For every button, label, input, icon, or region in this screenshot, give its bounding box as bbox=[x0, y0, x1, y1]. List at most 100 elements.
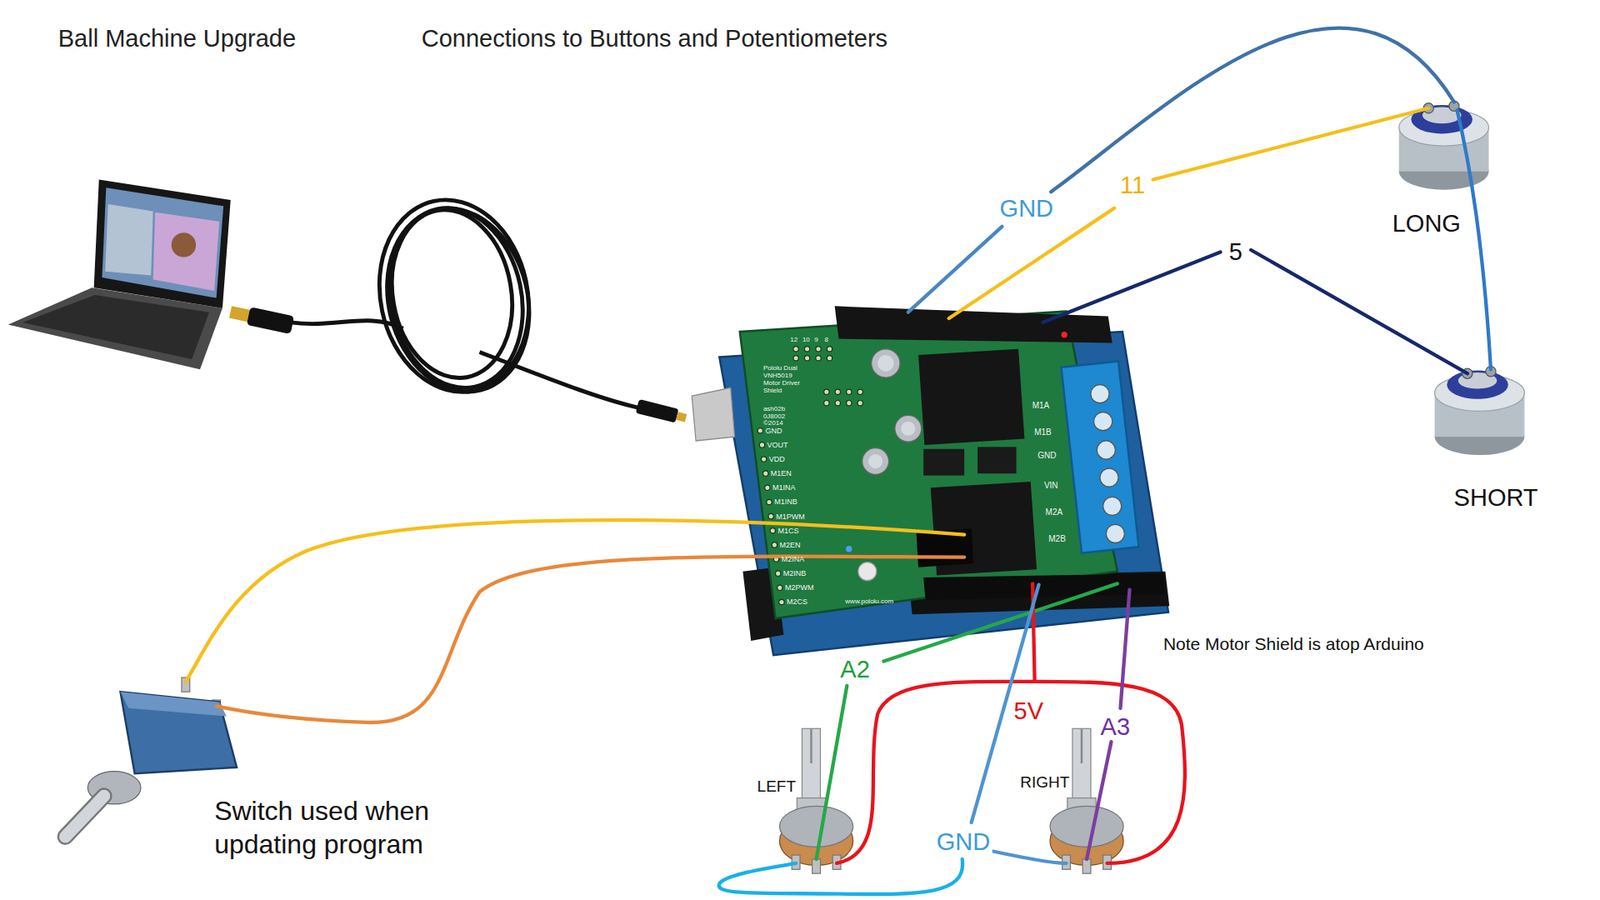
pin-hole bbox=[824, 389, 830, 395]
pin-hole bbox=[766, 499, 772, 505]
pin-number: 5 bbox=[1226, 240, 1245, 265]
silkscreen-text: www.pololu.com bbox=[845, 598, 894, 606]
pin-hole bbox=[779, 599, 785, 605]
silkscreen-text: 0J8002 bbox=[763, 412, 785, 420]
plug-tip bbox=[675, 411, 687, 422]
toggle-switch bbox=[65, 677, 237, 837]
pin11-wire bbox=[949, 208, 1115, 319]
5v-wire bbox=[836, 583, 1035, 864]
laptop-keyboard bbox=[22, 295, 210, 360]
pin-hole bbox=[835, 400, 840, 405]
laptop bbox=[8, 180, 231, 370]
pin-hole bbox=[765, 485, 770, 490]
switch-wire bbox=[216, 556, 965, 723]
pin-hole bbox=[824, 400, 830, 405]
pin-hole bbox=[760, 456, 766, 462]
title: Ball Machine Upgrade bbox=[58, 25, 296, 53]
pin-hole bbox=[768, 513, 774, 519]
capacitor-top bbox=[868, 454, 883, 469]
pot-shaft bbox=[1072, 728, 1091, 802]
screen-person bbox=[171, 232, 196, 257]
silkscreen-text: 8 bbox=[825, 335, 829, 344]
cable bbox=[290, 320, 404, 330]
pin-name: M2PWM bbox=[785, 583, 815, 592]
pin11-wire bbox=[1153, 108, 1430, 180]
a3-wire bbox=[1086, 741, 1111, 860]
switch-body bbox=[120, 691, 237, 774]
capacitor bbox=[871, 349, 900, 378]
wire-label: 5V bbox=[1011, 699, 1046, 724]
terminal-label: M2A bbox=[1045, 507, 1064, 518]
pot-pin bbox=[1082, 859, 1091, 874]
cable-coil bbox=[373, 195, 540, 401]
part-label: LONG bbox=[1392, 210, 1461, 239]
pin-name: VDD bbox=[769, 455, 785, 464]
terminal-screw bbox=[1100, 468, 1119, 487]
usb-a-plug bbox=[228, 303, 295, 335]
gnd-wire bbox=[991, 850, 1066, 864]
button-ring bbox=[1446, 370, 1508, 399]
motor-shield bbox=[740, 305, 1166, 619]
pin-name: M2INA bbox=[781, 555, 805, 564]
part-label: RIGHT bbox=[1020, 773, 1070, 792]
pot-pin bbox=[812, 859, 821, 874]
pin-hole bbox=[793, 346, 799, 352]
pin-hole bbox=[770, 528, 775, 534]
note: Note Motor Shield is atop Arduino bbox=[1163, 634, 1425, 655]
wire-label: GND bbox=[934, 830, 993, 855]
wires bbox=[185, 27, 1491, 895]
driver-chip bbox=[918, 349, 1025, 445]
pin-name: M1CS bbox=[777, 526, 799, 535]
switch-top bbox=[120, 691, 226, 716]
short-button bbox=[1435, 366, 1525, 456]
silkscreen-text: ash02b bbox=[763, 405, 785, 413]
mini-usb-plug bbox=[635, 399, 688, 425]
pin-hole bbox=[815, 346, 821, 352]
plug-tip bbox=[229, 305, 250, 322]
plug-body bbox=[635, 399, 680, 423]
switch-wire bbox=[185, 520, 965, 682]
pin-name: M1INB bbox=[774, 497, 798, 506]
pin-hole bbox=[815, 355, 821, 361]
silkscreen-text: Pololu Dual VNH5019 Motor Driver Shield bbox=[763, 365, 810, 395]
part-note: Switch used when updating program bbox=[214, 794, 465, 861]
screen-window bbox=[153, 212, 220, 291]
usb-b-port bbox=[691, 387, 735, 441]
terminal-label: M2B bbox=[1048, 534, 1066, 545]
screen-window bbox=[105, 204, 154, 276]
pin-hole bbox=[777, 585, 783, 590]
terminal-label: M1B bbox=[1034, 427, 1052, 438]
pin-hole bbox=[846, 400, 852, 405]
pin-name: VOUT bbox=[767, 440, 789, 450]
pin-hole bbox=[857, 389, 863, 395]
pot-plate bbox=[780, 805, 854, 847]
cable bbox=[480, 351, 641, 408]
gnd-wire bbox=[1050, 27, 1455, 192]
pin-name: M2CS bbox=[786, 597, 808, 606]
pin-hole bbox=[793, 355, 799, 361]
silkscreen-text: 12 bbox=[790, 335, 798, 344]
right-potentiometer bbox=[1050, 728, 1124, 874]
pin-hole bbox=[757, 428, 763, 434]
pin-number: 11 bbox=[1117, 172, 1148, 197]
cable-coil bbox=[368, 193, 548, 408]
long-button bbox=[1399, 100, 1490, 190]
shaft-slot bbox=[1080, 728, 1083, 764]
pin-hole bbox=[775, 570, 781, 576]
part-label: SHORT bbox=[1454, 484, 1539, 512]
terminal-screw bbox=[1094, 412, 1113, 431]
switch-lever bbox=[65, 795, 105, 837]
pin-hole bbox=[771, 542, 777, 548]
capacitor-top bbox=[877, 355, 895, 372]
pin-name: M2INB bbox=[783, 569, 807, 578]
pot-plate bbox=[1050, 805, 1124, 847]
pin-name: GND bbox=[765, 426, 782, 435]
pin-hole bbox=[804, 355, 810, 361]
terminal-block bbox=[1060, 360, 1139, 553]
terminal-label: GND bbox=[1037, 451, 1056, 462]
pin-name: M1EN bbox=[770, 469, 792, 478]
5v-wire bbox=[1035, 681, 1185, 864]
pot-shaft bbox=[801, 728, 820, 802]
pin-name: M1PWM bbox=[775, 511, 805, 520]
